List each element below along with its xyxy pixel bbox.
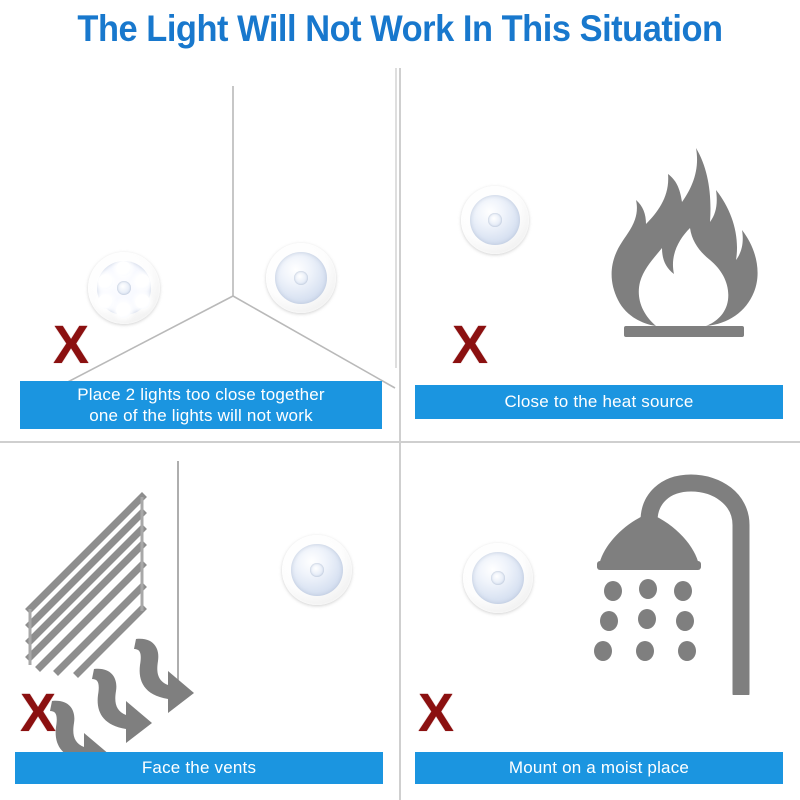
x-mark-panel-4: X — [418, 683, 455, 743]
led-puck-light — [88, 252, 160, 324]
panel-mount-on-moist-place — [401, 443, 800, 800]
led-pad — [116, 260, 132, 276]
caption-bar-panel-4: Mount on a moist place — [415, 752, 783, 784]
panel-face-the-vents — [0, 443, 399, 800]
led-puck-light — [461, 186, 529, 254]
page-title: The Light Will Not Work In This Situatio… — [77, 8, 723, 49]
air-vent-grille-icon — [22, 489, 202, 679]
x-mark-panel-1: X — [53, 315, 90, 375]
motion-sensor — [294, 271, 308, 285]
shower-icon — [591, 465, 771, 695]
room-corner-lines — [59, 68, 397, 389]
led-puck-light — [266, 243, 336, 313]
grid-divider-horizontal — [0, 441, 800, 443]
motion-sensor — [116, 280, 132, 296]
led-pad — [98, 293, 114, 309]
motion-sensor — [491, 571, 505, 585]
motion-sensor — [488, 213, 502, 227]
led-puck-light — [282, 535, 352, 605]
grid-divider-vertical — [399, 68, 401, 800]
panel-close-to-heat-source — [401, 68, 800, 441]
airflow-arrows-icon — [32, 593, 232, 773]
caption-bar-panel-3: Face the vents — [15, 752, 383, 784]
led-pad — [134, 293, 150, 309]
led-pad — [98, 273, 114, 289]
led-pad — [134, 273, 150, 289]
caption-bar-panel-1: Place 2 lights too close together one of… — [20, 381, 382, 429]
led-pad — [116, 302, 132, 318]
x-mark-panel-2: X — [452, 315, 489, 375]
wall-edge-line — [177, 461, 179, 693]
x-mark-panel-3: X — [20, 683, 57, 743]
panel-two-lights-too-close — [0, 68, 399, 441]
flame-icon — [596, 144, 776, 344]
led-puck-light — [463, 543, 533, 613]
caption-bar-panel-2: Close to the heat source — [415, 385, 783, 419]
motion-sensor — [310, 563, 324, 577]
